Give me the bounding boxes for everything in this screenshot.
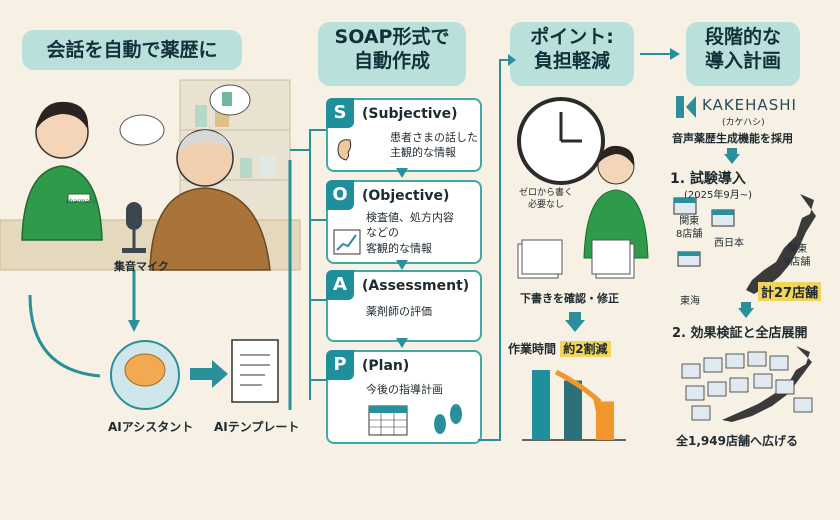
zero-bubble: ゼロから書く 必要なし bbox=[506, 188, 586, 211]
col4-title: 段階的な 導入計画 bbox=[686, 22, 800, 86]
soap-p-letter: P bbox=[326, 350, 354, 380]
work-time-text: 作業時間 bbox=[508, 342, 557, 356]
kakehashi-logo-icon bbox=[676, 96, 696, 118]
company-name: KAKEHASHI bbox=[702, 96, 797, 114]
region-kanto-8-name: 関東 bbox=[679, 216, 700, 227]
region-kanto-9: 関東 9店舗 bbox=[784, 244, 810, 269]
region-nishinihon: 西日本 bbox=[714, 234, 744, 249]
clock-icon bbox=[517, 97, 605, 185]
col2-title-line2: 自動作成 bbox=[353, 49, 430, 72]
soap-o-line2: などの bbox=[366, 226, 399, 240]
paper-stacks bbox=[517, 239, 635, 279]
step1-title: 1. 試験導入 bbox=[670, 171, 746, 187]
soap-a-line1: 薬剤師の評価 bbox=[366, 305, 432, 318]
work-time-bar-chart bbox=[522, 369, 626, 441]
footprints-icon bbox=[434, 404, 462, 434]
region-kanto-9-count: 9店舗 bbox=[784, 256, 811, 268]
graph-icon bbox=[333, 229, 361, 255]
bar-1 bbox=[532, 370, 550, 440]
step2-title: 2. 効果検証と全店展開 bbox=[672, 326, 808, 341]
soap-a-letter: A bbox=[326, 270, 354, 300]
japan-map-stores bbox=[681, 346, 813, 422]
soap-p-panel: P (Plan) 今後の指導計画 bbox=[326, 350, 482, 444]
region-kanto-8: 関東 8店舗 bbox=[676, 216, 702, 241]
step1-date: (2025年9月~) bbox=[684, 190, 752, 201]
soap-s-line1: 患者さまの話した bbox=[390, 131, 478, 144]
arrow-to-step2 bbox=[738, 302, 754, 318]
col2-col3-connector bbox=[478, 54, 516, 441]
col2-title: SOAP形式で 自動作成 bbox=[318, 22, 466, 86]
soap-s-title: (Subjective) bbox=[362, 106, 458, 122]
col1-title-text: 会話を自動で薬歴に bbox=[46, 39, 218, 61]
col1-title: 会話を自動で薬歴に bbox=[22, 30, 242, 70]
soap-o-panel: O (Objective) 検査値、処方内容 などの 客観的な情報 bbox=[326, 180, 482, 264]
region-kanto-8-count: 8店舗 bbox=[676, 228, 703, 240]
mic-label: 集音マイク bbox=[114, 260, 169, 273]
ear-icon bbox=[337, 139, 352, 161]
soap-o-letter: O bbox=[326, 180, 354, 210]
col3-title-line1: ポイント: bbox=[530, 26, 614, 48]
adopt-text: 音声薬歴生成機能を採用 bbox=[672, 132, 793, 145]
arrow-to-step1 bbox=[724, 148, 740, 164]
col3-title: ポイント: 負担軽減 bbox=[510, 22, 634, 86]
soap-p-line1: 今後の指導計画 bbox=[366, 383, 443, 396]
region-tokai-name: 東海 bbox=[680, 296, 700, 307]
col3-title-line2: 負担軽減 bbox=[533, 49, 610, 72]
soap-down-arrows bbox=[396, 168, 408, 348]
region-nishinihon-name: 西日本 bbox=[714, 238, 744, 249]
soap-s-line2: 主観的な情報 bbox=[390, 146, 456, 160]
soap-p-title: (Plan) bbox=[362, 358, 410, 374]
store-icons-step1 bbox=[673, 197, 735, 267]
japan-map-small bbox=[746, 194, 816, 294]
soap-o-title: (Objective) bbox=[362, 188, 450, 204]
bar-2 bbox=[564, 380, 582, 440]
zero-bubble-line1: ゼロから書く bbox=[518, 188, 573, 198]
ai-template-label: AIテンプレート bbox=[214, 420, 300, 434]
zero-bubble-line2: 必要なし bbox=[527, 199, 564, 210]
col4-title-line2: 導入計画 bbox=[704, 49, 781, 72]
soap-s-body: 患者さまの話した 主観的な情報 bbox=[390, 130, 478, 161]
trend-arrow-head bbox=[592, 394, 610, 412]
review-label: 下書きを確認・修正 bbox=[520, 292, 619, 305]
soap-p-body: 今後の指導計画 bbox=[366, 382, 443, 397]
pharmacy-badge: pharmacy bbox=[66, 198, 97, 205]
calendar-icon bbox=[368, 405, 408, 436]
ai-assistant-label: AIアシスタント bbox=[108, 420, 194, 434]
reduction-highlight: 約2割減 bbox=[560, 341, 611, 357]
soap-s-letter: S bbox=[326, 98, 354, 128]
pharmacy-scene bbox=[0, 79, 301, 410]
soap-a-body: 薬剤師の評価 bbox=[366, 304, 432, 319]
soap-o-line3: 客観的な情報 bbox=[366, 241, 432, 255]
col4-title-line1: 段階的な bbox=[704, 26, 781, 48]
company-kana: (カケハシ) bbox=[722, 118, 765, 128]
work-time-label: 作業時間 約2割減 bbox=[508, 340, 611, 357]
col3-col4-connector bbox=[640, 48, 680, 60]
soap-o-line1: 検査値、処方内容 bbox=[366, 211, 454, 224]
total-stores: 計27店舗 bbox=[758, 282, 822, 301]
col2-title-line1: SOAP形式で bbox=[334, 26, 450, 48]
down-arrow bbox=[565, 312, 585, 332]
final-rollout-text: 全1,949店舗へ広げる bbox=[676, 434, 798, 448]
soap-s-panel: S (Subjective) 患者さまの話した 主観的な情報 bbox=[326, 98, 482, 172]
region-kanto-9-name: 関東 bbox=[787, 244, 808, 255]
soap-a-title: (Assessment) bbox=[362, 278, 470, 294]
region-tokai: 東海 bbox=[680, 292, 700, 307]
col1-col2-connector bbox=[290, 129, 326, 400]
soap-o-body: 検査値、処方内容 などの 客観的な情報 bbox=[366, 210, 454, 256]
